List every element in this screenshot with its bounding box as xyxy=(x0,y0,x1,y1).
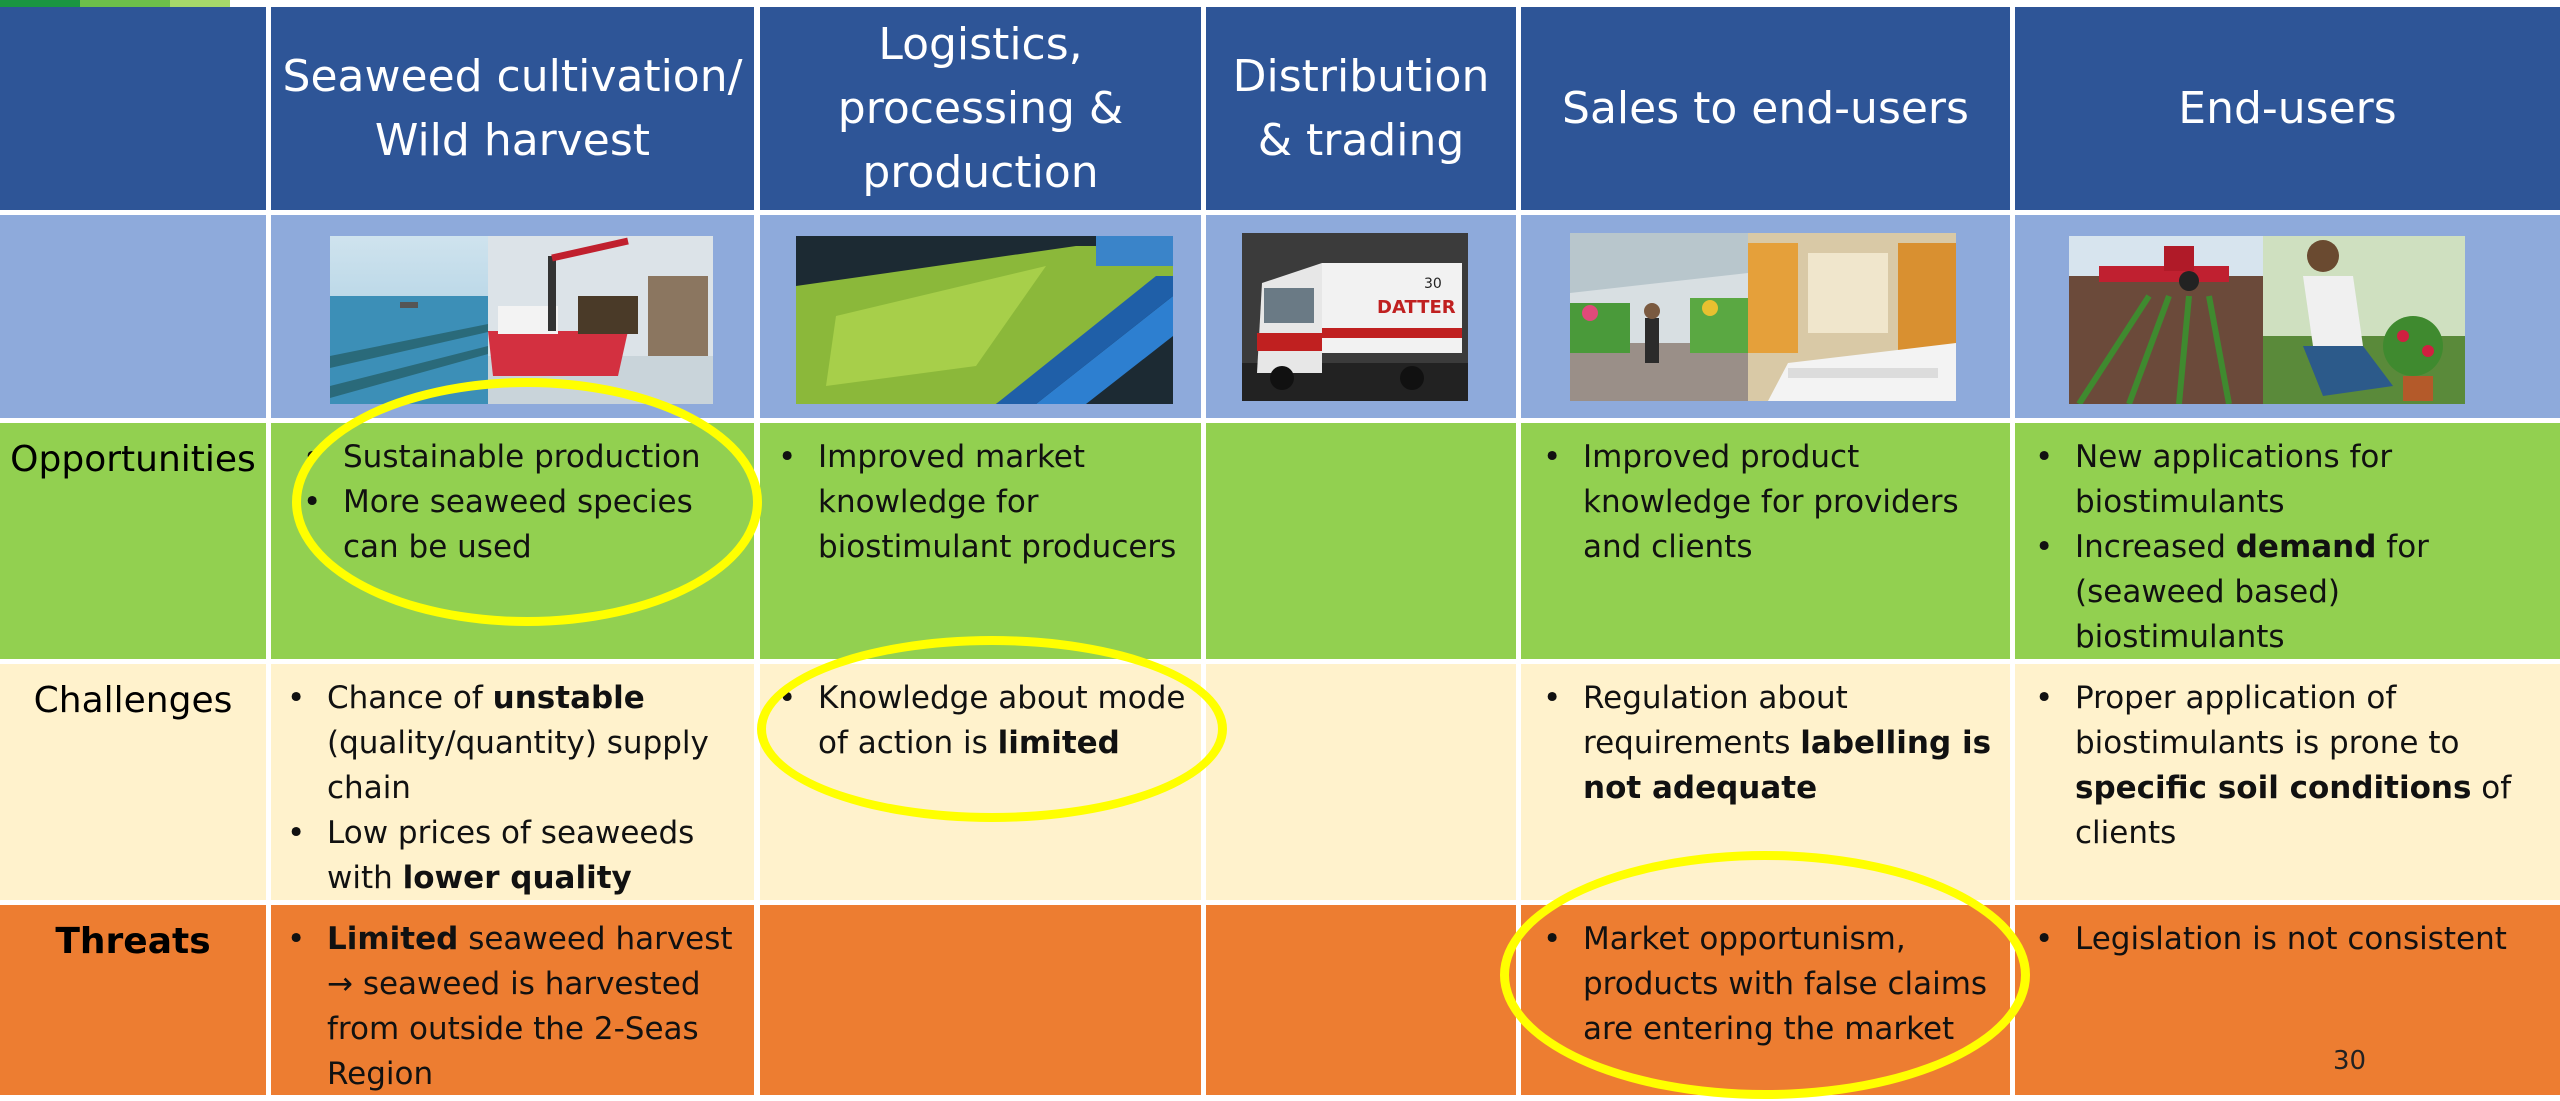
challenges-distribution xyxy=(1206,664,1516,900)
threats-cultivation: Limited seaweed harvest → seaweed is har… xyxy=(271,905,754,1095)
list-item: Proper application of biostimulants is p… xyxy=(2035,676,2552,856)
threats-end-users: Legislation is not consistent xyxy=(2015,905,2560,1095)
row-label-challenges: Challenges xyxy=(0,664,266,900)
warehouse-photo xyxy=(1748,233,1956,401)
column-header-end-users: End-users xyxy=(2015,7,2560,210)
list-item: Regulation about requirements labelling … xyxy=(1543,676,2002,811)
image-row-label xyxy=(0,215,266,418)
page-number: 30 xyxy=(2333,1046,2367,1076)
column-header-distribution: Distribution & trading xyxy=(1206,7,1516,210)
challenges-cultivation: Chance of unstable (quality/quantity) su… xyxy=(271,664,754,900)
header-corner xyxy=(0,7,266,210)
tractor-field-photo xyxy=(2069,236,2263,404)
opportunities-cultivation: Sustainable production More seaweed spec… xyxy=(271,423,754,659)
opportunities-distribution xyxy=(1206,423,1516,659)
processing-conveyor-photo xyxy=(796,236,1173,404)
list-item: Legislation is not consistent xyxy=(2035,917,2552,962)
gardener-plants-photo xyxy=(2263,236,2465,404)
column-header-sales: Sales to end-users xyxy=(1521,7,2010,210)
column-header-distribution-text: Distribution & trading xyxy=(1232,50,1490,166)
threats-logistics xyxy=(760,905,1201,1095)
list-item: Low prices of seaweeds with lower qualit… xyxy=(287,811,746,900)
challenges-logistics: Knowledge about mode of action is limite… xyxy=(760,664,1201,900)
threats-sales: Market opportunism, products with false … xyxy=(1521,905,2010,1095)
row-label-threats-text: Threats xyxy=(55,921,211,962)
challenges-sales: Regulation about requirements labelling … xyxy=(1521,664,2010,900)
column-header-cultivation: Seaweed cultivation/ Wild harvest xyxy=(271,7,754,210)
list-item: Improved market knowledge for biostimula… xyxy=(778,435,1193,570)
list-item: Market opportunism, products with false … xyxy=(1543,917,2002,1052)
list-item: Sustainable production xyxy=(303,435,746,480)
column-header-end-users-text: End-users xyxy=(2178,82,2397,134)
delivery-truck-photo: DATTER 30 xyxy=(1242,233,1468,401)
accent-bar-2 xyxy=(80,0,170,7)
row-label-opportunities: Opportunities xyxy=(0,423,266,659)
list-item: Increased demand for (seaweed based) bio… xyxy=(2035,525,2556,659)
challenges-end-users: Proper application of biostimulants is p… xyxy=(2015,664,2560,900)
column-header-sales-text: Sales to end-users xyxy=(1562,82,1969,134)
seaweed-farm-photo xyxy=(330,236,488,404)
column-header-logistics-text: Logistics, processing & production xyxy=(837,18,1124,198)
accent-bar-1 xyxy=(0,0,80,7)
harvest-vessel-photo xyxy=(488,236,713,404)
threats-distribution xyxy=(1206,905,1516,1095)
accent-bar-3 xyxy=(170,0,230,7)
column-header-logistics: Logistics, processing & production xyxy=(760,7,1201,210)
row-label-threats: Threats xyxy=(0,905,266,1095)
row-label-opportunities-text: Opportunities xyxy=(10,439,256,480)
list-item: More seaweed species can be used xyxy=(303,480,746,570)
list-item: Knowledge about mode of action is limite… xyxy=(778,676,1193,766)
row-label-challenges-text: Challenges xyxy=(33,680,233,721)
list-item: Improved product knowledge for providers… xyxy=(1543,435,2002,570)
opportunities-logistics: Improved market knowledge for biostimula… xyxy=(760,423,1201,659)
garden-center-photo xyxy=(1570,233,1748,401)
opportunities-sales: Improved product knowledge for providers… xyxy=(1521,423,2010,659)
svg-text:DATTER: DATTER xyxy=(1377,297,1456,318)
list-item: Limited seaweed harvest → seaweed is har… xyxy=(287,917,746,1095)
list-item: New applications for biostimulants xyxy=(2035,435,2556,525)
list-item: Chance of unstable (quality/quantity) su… xyxy=(287,676,746,811)
column-header-cultivation-text: Seaweed cultivation/ Wild harvest xyxy=(282,50,743,166)
opportunities-end-users: New applications for biostimulants Incre… xyxy=(2015,423,2560,659)
truck-number-text: 30 xyxy=(1424,276,1442,292)
